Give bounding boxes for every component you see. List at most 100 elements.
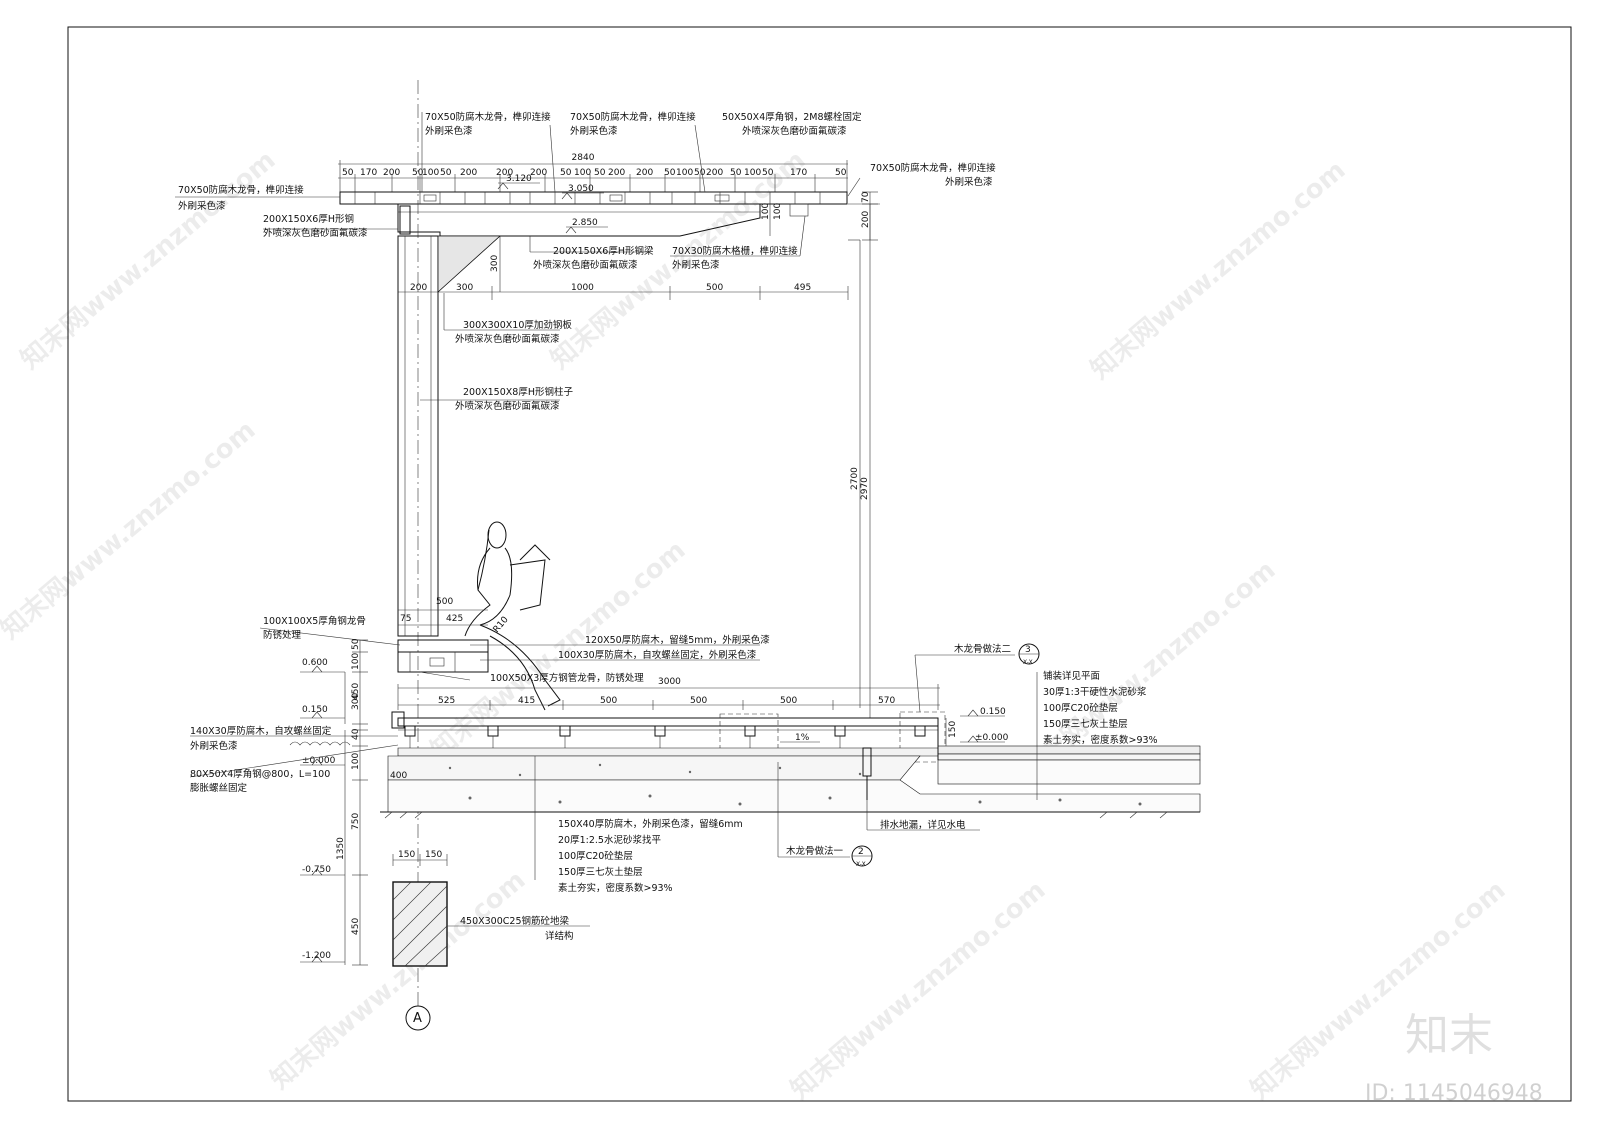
svg-text:100: 100 [676,168,693,178]
svg-text:防锈处理: 防锈处理 [263,629,302,641]
svg-text:495: 495 [794,283,811,293]
svg-text:170: 170 [790,168,807,178]
label-beam: 200X150X6厚H形钢梁 [553,245,654,257]
svg-text:100: 100 [422,168,439,178]
svg-text:100: 100 [744,168,761,178]
svg-text:200: 200 [410,283,427,293]
svg-text:170: 170 [360,168,377,178]
svg-text:排水地漏，详见水电: 排水地漏，详见水电 [880,819,966,831]
svg-text:300: 300 [456,283,473,293]
svg-text:素土夯实，密度系数>93%: 素土夯实，密度系数>93% [558,882,673,894]
seated-person-figure [464,521,561,711]
svg-text:2970: 2970 [860,477,870,500]
svg-text:外喷深灰色磨砂面氟碳漆: 外喷深灰色磨砂面氟碳漆 [455,333,560,345]
svg-text:外刷采色漆: 外刷采色漆 [425,125,473,137]
svg-text:3.120: 3.120 [506,174,532,184]
label-left-top: 70X50防腐木龙骨，榫卯连接 [178,184,304,196]
ground-beam: 150 150 450X300C25钢筋砼地梁 详结构 [392,850,590,967]
label-ground-beam: 450X300C25钢筋砼地梁 [460,915,569,927]
svg-text:300: 300 [490,255,500,272]
svg-text:外刷采色漆: 外刷采色漆 [672,259,720,271]
svg-text:20厚1:2.5水泥砂浆找平: 20厚1:2.5水泥砂浆找平 [558,834,661,846]
svg-text:外刷采色漆: 外刷采色漆 [570,125,618,137]
brand-logo: 知末 [1405,1010,1493,1061]
level-3050: 3.050 [561,184,604,200]
svg-text:150X40厚防腐木，外刷采色漆，留缝6mm: 150X40厚防腐木，外刷采色漆，留缝6mm [558,818,743,830]
svg-text:±0.000: ±0.000 [302,756,336,766]
svg-text:A: A [413,1011,422,1026]
svg-text:450: 450 [351,918,361,935]
brand-id: ID: 1145046948 [1365,1081,1543,1106]
svg-text:150: 150 [948,721,958,738]
label-top-a: 70X50防腐木龙骨，榫卯连接 [425,111,551,123]
svg-text:50: 50 [762,168,774,178]
svg-text:1%: 1% [795,733,810,743]
dim-top-segments: 50 170 200 50 100 50 200 200 200 50 100 … [342,168,847,178]
label-angle-frame: 100X100X5厚角钢龙骨 [263,615,366,627]
label-top-b: 70X50防腐木龙骨，榫卯连接 [570,111,696,123]
watermark-text: 知末网www.znzmo.com [785,875,1051,1105]
svg-text:X-X: X-X [856,861,866,868]
svg-text:500: 500 [436,597,453,607]
svg-text:200: 200 [530,168,547,178]
svg-text:425: 425 [446,614,463,624]
label-seat-wood2: 100X30厚防腐木，自攻螺丝固定，外刷采色漆 [558,649,757,661]
svg-text:1000: 1000 [571,283,594,293]
svg-text:外喷深灰色磨砂面氟碳漆: 外喷深灰色磨砂面氟碳漆 [742,125,847,137]
svg-text:0.600: 0.600 [302,658,328,668]
level-m1200: -1.200 [300,951,345,963]
svg-text:500: 500 [706,283,723,293]
svg-text:100: 100 [351,653,361,670]
right-levels: 0.150 ±0.000 150 [945,707,1009,746]
watermark-text: 知末网www.znzmo.com [0,415,261,645]
drain-label: 排水地漏，详见水电 [866,800,980,831]
detail-callout-2: 木龙骨做法一 2 X-X [777,762,873,868]
svg-text:铺装详见平面: 铺装详见平面 [1043,670,1100,682]
svg-text:±0.000: ±0.000 [975,733,1009,743]
svg-text:570: 570 [878,696,895,706]
svg-text:外刷采色漆: 外刷采色漆 [945,176,993,188]
svg-text:750: 750 [351,813,361,830]
svg-text:50: 50 [694,168,706,178]
level-0150-right: 0.150 [960,707,1006,717]
svg-text:200: 200 [496,168,513,178]
svg-text:详结构: 详结构 [545,930,574,942]
watermark-text: 知末网www.znzmo.com [15,145,281,375]
deck-floor: 1% 400 [380,711,1201,819]
svg-text:200: 200 [608,168,625,178]
svg-text:木龙骨做法一: 木龙骨做法一 [786,845,844,857]
svg-text:2.850: 2.850 [572,218,598,228]
right-height-dims: 70 200 100 100 2970 2700 [761,191,880,719]
svg-text:200: 200 [460,168,477,178]
label-left-steel: 200X150X6厚H形钢 [263,213,354,225]
svg-text:外喷深灰色磨砂面氟碳漆: 外喷深灰色磨砂面氟碳漆 [263,227,368,239]
svg-text:外刷采色漆: 外刷采色漆 [190,740,238,752]
floor-layer-labels: 150X40厚防腐木，外刷采色漆，留缝6mm 20厚1:2.5水泥砂浆找平 10… [534,756,743,894]
svg-text:500: 500 [780,696,797,706]
svg-text:外喷深灰色磨砂面氟碳漆: 外喷深灰色磨砂面氟碳漆 [533,259,638,271]
level-2850: 2.850 [565,218,608,234]
svg-text:50: 50 [560,168,572,178]
dim-top-overall: 2840 [572,153,595,163]
svg-text:450: 450 [351,683,361,700]
floor-dims: 3000 525 415 500 500 500 570 [397,677,940,710]
level-0000: ±0.000 [300,756,345,766]
svg-text:50: 50 [730,168,742,178]
level-0600: 0.600 [300,658,345,673]
svg-text:525: 525 [438,696,455,706]
svg-text:500: 500 [690,696,707,706]
level-m0750: -0.750 [300,865,345,876]
svg-text:200: 200 [861,211,871,228]
svg-text:150: 150 [425,850,442,860]
column-labels: 300X300X10厚加劲钢板 外喷深灰色磨砂面氟碳漆 200X150X8厚H形… [420,293,573,412]
label-top-c: 50X50X4厚角钢，2M8螺栓固定 [722,111,862,123]
svg-text:3000: 3000 [658,677,681,687]
label-edge-wood: 140X30厚防腐木，自攻螺丝固定 [190,725,332,737]
top-labels: 70X50防腐木龙骨，榫卯连接 外刷采色漆 70X50防腐木龙骨，榫卯连接 外刷… [175,111,996,271]
svg-text:0.150: 0.150 [980,707,1006,717]
svg-text:200: 200 [706,168,723,178]
svg-text:2700: 2700 [850,467,860,490]
svg-text:50: 50 [342,168,354,178]
svg-text:-0.750: -0.750 [302,865,331,875]
level-3120: 3.120 [497,174,540,190]
